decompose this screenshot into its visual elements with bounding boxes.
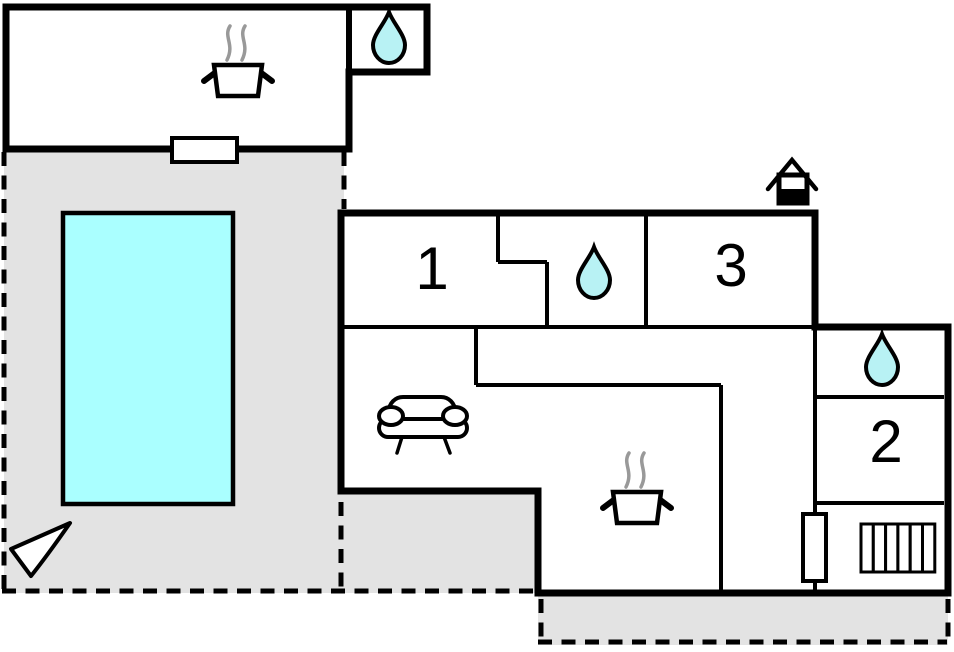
- annex-door: [170, 136, 239, 164]
- room-3-label: 3: [714, 232, 747, 299]
- radiator-bar: [884, 522, 900, 574]
- sofa-legs: [395, 435, 452, 455]
- radiator-icon: [859, 522, 937, 574]
- radiator-bar: [896, 522, 912, 574]
- main-building: [337, 209, 952, 597]
- radiator-bar: [859, 522, 875, 574]
- north-arrow-icon: [9, 521, 72, 578]
- swimming-pool: [60, 210, 236, 507]
- room-2-label: 2: [869, 408, 902, 475]
- room-1-label: 1: [415, 235, 448, 302]
- terrace-dashed-borders: [1, 152, 951, 645]
- interior-door: [801, 512, 828, 583]
- terrace-bottom-right: [538, 593, 948, 645]
- house-icon: [765, 156, 819, 206]
- sofa-armrest: [377, 405, 405, 427]
- house-door: [781, 189, 805, 201]
- sofa-icon: [377, 395, 469, 455]
- radiator-bar: [871, 522, 888, 574]
- radiator-bar: [921, 522, 937, 574]
- house-roof: [765, 156, 819, 192]
- sofa-armrest: [441, 405, 469, 427]
- radiator-bar: [908, 522, 925, 574]
- main-outer-wall: [337, 209, 952, 597]
- interior-walls: [341, 215, 944, 591]
